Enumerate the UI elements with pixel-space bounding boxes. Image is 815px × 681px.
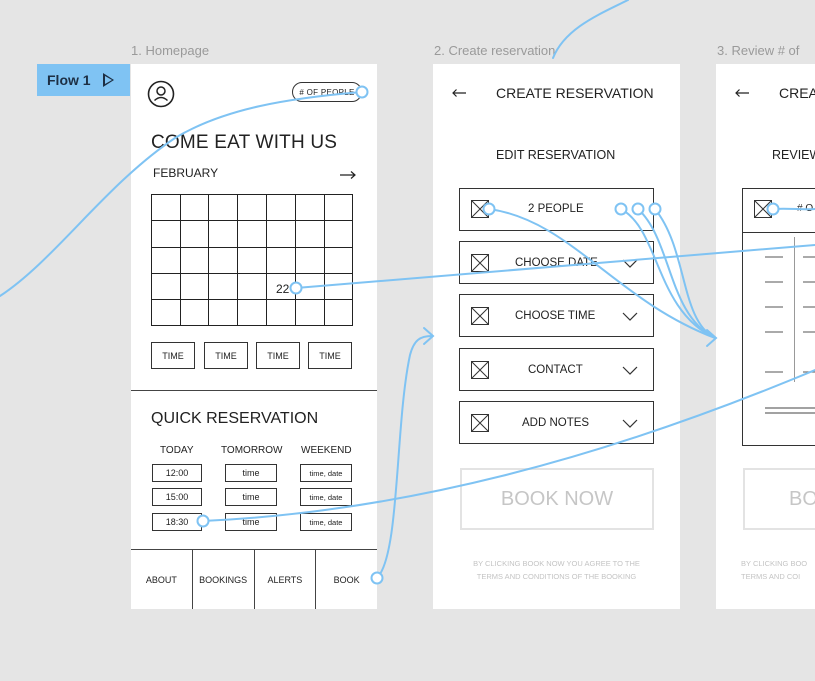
flow-1-tag[interactable]: Flow 1 xyxy=(37,64,130,96)
column-weekend: WEEKEND xyxy=(301,445,352,456)
terms-text: BY CLICKING BOO TERMS AND COI xyxy=(741,557,815,583)
calendar-grid[interactable] xyxy=(151,194,355,328)
play-icon[interactable] xyxy=(102,73,114,87)
time-slot-button[interactable]: TIME xyxy=(308,342,352,369)
back-arrow-icon[interactable] xyxy=(451,88,467,98)
frame-label-create: 2. Create reservation xyxy=(434,43,556,58)
weekend-slot[interactable]: time, date xyxy=(300,488,352,506)
user-icon[interactable] xyxy=(147,80,175,108)
contact-field-label: CONTACT xyxy=(528,364,583,376)
people-field[interactable]: 2 PEOPLE xyxy=(459,188,654,231)
frame-label-review: 3. Review # of xyxy=(717,43,800,58)
calendar-day-22[interactable]: 22 xyxy=(276,282,290,296)
edit-reservation-heading: EDIT RESERVATION xyxy=(496,148,616,162)
review-table xyxy=(743,232,815,414)
time-slot-button[interactable]: TIME xyxy=(256,342,300,369)
nav-about[interactable]: ABOUT xyxy=(131,550,193,609)
image-placeholder-icon xyxy=(471,307,489,325)
chevron-down-icon[interactable] xyxy=(622,312,638,322)
review-people: # O xyxy=(797,203,814,214)
column-tomorrow: TOMORROW xyxy=(221,445,283,456)
date-field-label: CHOOSE DATE xyxy=(515,257,598,269)
image-placeholder-icon xyxy=(471,414,489,432)
time-slot-button[interactable]: TIME xyxy=(151,342,195,369)
time-field[interactable]: CHOOSE TIME xyxy=(459,294,654,337)
flow-1-label: Flow 1 xyxy=(47,72,91,88)
terms-line-2: TERMS AND CONDITIONS OF THE BOOKING xyxy=(476,572,637,581)
people-count-button[interactable]: # OF PEOPLE xyxy=(292,82,362,102)
section-divider xyxy=(131,390,377,391)
image-placeholder-icon xyxy=(471,361,489,379)
notes-field-label: ADD NOTES xyxy=(522,417,590,429)
image-placeholder-icon xyxy=(471,200,489,218)
bottom-nav: ABOUT BOOKINGS ALERTS BOOK xyxy=(131,549,377,609)
connector-book-to-create xyxy=(376,335,433,579)
notes-field[interactable]: ADD NOTES xyxy=(459,401,654,444)
month-label: FEBRUARY xyxy=(153,166,219,180)
page-title: CREATE RESERVATION xyxy=(496,85,654,101)
people-field-label: 2 PEOPLE xyxy=(528,203,584,215)
nav-bookings[interactable]: BOOKINGS xyxy=(193,550,255,609)
frame-create-reservation: CREATE RESERVATION EDIT RESERVATION 2 PE… xyxy=(433,64,680,609)
chevron-down-icon[interactable] xyxy=(622,419,638,429)
frame-review: CREA REVIEW # O BO BY CLICKING BOO TERMS… xyxy=(716,64,815,609)
column-today: TODAY xyxy=(160,445,194,456)
weekend-slot[interactable]: time, date xyxy=(300,513,352,531)
terms-text: BY CLICKING BOOK NOW YOU AGREE TO THE TE… xyxy=(433,557,680,583)
headline: COME EAT WITH US xyxy=(151,132,338,153)
page-title: CREA xyxy=(779,85,815,101)
back-arrow-icon[interactable] xyxy=(734,88,750,98)
tomorrow-slot[interactable]: time xyxy=(225,488,277,506)
book-now-button[interactable]: BO xyxy=(743,468,815,530)
frame-homepage: # OF PEOPLE COME EAT WITH US FEBRUARY 22… xyxy=(131,64,377,609)
frame-label-homepage: 1. Homepage xyxy=(131,43,210,58)
time-field-label: CHOOSE TIME xyxy=(515,310,596,322)
nav-book[interactable]: BOOK xyxy=(333,575,360,585)
review-summary-box: # O xyxy=(742,188,815,446)
terms-line-1: BY CLICKING BOO xyxy=(741,559,808,568)
tomorrow-slot[interactable]: time xyxy=(225,464,277,482)
quick-reservation-title: QUICK RESERVATION xyxy=(151,410,319,427)
tomorrow-slot[interactable]: time xyxy=(225,513,277,531)
image-placeholder-icon xyxy=(754,200,772,218)
chevron-down-icon[interactable] xyxy=(622,366,638,376)
nav-alerts[interactable]: ALERTS xyxy=(255,550,317,609)
review-heading: REVIEW xyxy=(772,148,815,162)
terms-line-2: TERMS AND COI xyxy=(741,572,801,581)
terms-line-1: BY CLICKING BOOK NOW YOU AGREE TO THE xyxy=(473,559,640,568)
chevron-down-icon[interactable] xyxy=(622,259,638,269)
arrow-right-icon[interactable] xyxy=(339,170,357,180)
image-placeholder-icon xyxy=(471,254,489,272)
today-slot[interactable]: 12:00 xyxy=(152,464,202,482)
today-slot[interactable]: 15:00 xyxy=(152,488,202,506)
contact-field[interactable]: CONTACT xyxy=(459,348,654,391)
time-slot-button[interactable]: TIME xyxy=(204,342,248,369)
weekend-slot[interactable]: time, date xyxy=(300,464,352,482)
connector-top-entry xyxy=(552,0,629,59)
date-field[interactable]: CHOOSE DATE xyxy=(459,241,654,284)
today-slot[interactable]: 18:30 xyxy=(152,513,202,531)
book-now-button[interactable]: BOOK NOW xyxy=(460,468,654,530)
